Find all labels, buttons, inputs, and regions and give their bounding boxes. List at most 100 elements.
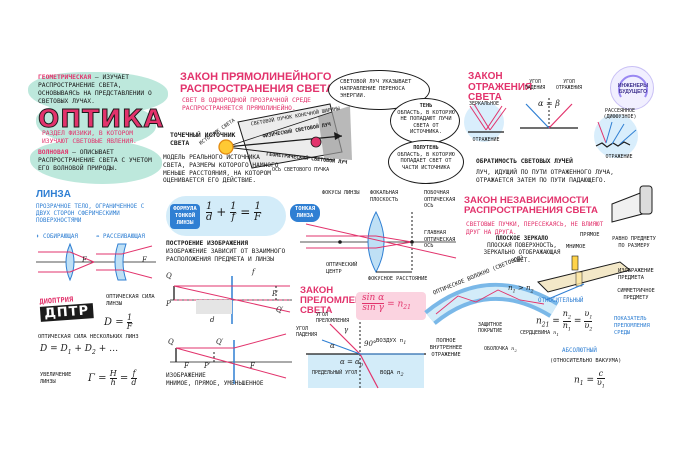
point-source-text: МОДЕЛЬ РЕАЛЬНОГО ИСТОЧНИКА СВЕТА, РАЗМЕР…: [163, 154, 279, 185]
shadow-text: ОБЛАСТЬ, В КОТОРУЮ НЕ ПОПАДАЮТ ЛУЧИ СВЕТ…: [397, 109, 455, 136]
thin-formula-label: ФОРМУЛА ТОНКОЙ ЛИНЗЫ: [170, 204, 200, 229]
n1-gt-n2: n1 > n2: [508, 284, 534, 295]
image-note: ИЗОБРАЖЕНИЕ МНИМОЕ, ПРЯМОЕ, УМЕНЬШЕННОЕ: [166, 372, 296, 387]
incidence-label: УГОЛ ПАДЕНИЯ: [524, 80, 546, 91]
symmetric-label: СИММЕТРИЧНОЕ ПРЕДМЕТУ: [617, 288, 655, 301]
absolute-label: АБСОЛЮТНЫЙ: [562, 348, 597, 354]
imaging-labels-7: Q: [168, 338, 174, 346]
rectilinear-heading: ЗАКОН ПРЯМОЛИНЕЙНОГО РАСПРОСТРАНЕНИЯ СВЕ…: [180, 71, 334, 95]
imaging-text: ИЗОБРАЖЕНИЕ ЗАВИСИТ ОТ ВЗАИМНОГО РАСПОЛО…: [166, 247, 286, 263]
imaging-labels-8: Q′: [216, 338, 224, 346]
point-source-note: ТОЧЕЧНЫЙ ИСТОЧНИК СВЕТА: [162, 131, 274, 147]
imaging-labels-4: f: [252, 268, 255, 276]
equal-size-label: РАВНО ПРЕДМЕТУ ПО РАЗМЕРУ: [612, 236, 656, 249]
foci-label: ФОКУСЫ ЛИНЗЫ: [322, 190, 360, 196]
optical-center-label: ОПТИЧЕСКИЙ ЦЕНТР: [326, 262, 358, 275]
imaging-note: ПОСТРОЕНИЕ ИЗОБРАЖЕНИЯ ИЗОБРАЖЕНИЕ ЗАВИС…: [166, 240, 296, 263]
ray-bubble-text: СВЕТОВОЙ ЛУЧ УКАЗЫВАЕТ НАПРАВЛЕНИЕ ПЕРЕН…: [340, 79, 412, 99]
limit-angle-label: ПРЕДЕЛЬНЫЙ УГОЛ: [312, 370, 358, 376]
refraction-angle-label: УГОЛ ПРЕЛОМЛЕНИЯ: [316, 312, 350, 325]
wave-term: ВОЛНОВАЯ: [38, 149, 69, 156]
indicator-label: ПОКАЗАТЕЛЬ ПРЕЛОМЛЕНИЯ СРЕДЫ: [614, 316, 650, 336]
core-label: СЕРДЦЕВИНА n1: [520, 330, 559, 337]
direct-label: ПРЯМОЕ: [580, 232, 600, 238]
focal-plane-label: ФОКАЛЬНАЯ ПЛОСКОСТЬ: [370, 190, 399, 203]
title-blob: [36, 102, 156, 146]
shadow-note: ТЕНЬ ОБЛАСТЬ, В КОТОРУЮ НЕ ПОПАДАЮТ ЛУЧИ…: [396, 103, 456, 136]
diverging-icon: ⬌: [96, 234, 103, 240]
main-axis-label: ГЛАВНАЯ ОПТИЧЕСКАЯ ОСЬ: [424, 230, 456, 249]
diverging-label: ⬌ РАССЕИВАЮЩАЯ: [96, 234, 145, 240]
plane-mirror-title: ПЛОСКОЕ ЗЕРКАЛО: [495, 236, 549, 242]
geometric-definition: ГЕОМЕТРИЧЕСКАЯ – ИЗУЧАЕТ РАСПРОСТРАНЕНИЕ…: [38, 74, 166, 105]
rectilinear-subtitle: СВЕТ В ОДНОРОДНОЙ ПРОЗРАЧНОЙ СРЕДЕ РАСПР…: [182, 97, 311, 112]
plane-mirror-text: ПЛОСКАЯ ПОВЕРХНОСТЬ, ЗЕРКАЛЬНО ОТОБРАЖАЮ…: [483, 243, 561, 264]
mirror-label: ЗЕРКАЛЬНОЕ: [468, 101, 500, 107]
independence-heading: ЗАКОН НЕЗАВИСИМОСТИ РАСПРОСТРАНЕНИЯ СВЕТ…: [464, 195, 598, 217]
independence-text: СВЕТОВЫЕ ПУЧКИ, ПЕРЕСЕКАЯСЬ, НЕ ВЛИЯЮТ Д…: [466, 221, 604, 236]
cladding-label: ОБОЛОЧКА n2: [484, 346, 517, 353]
plane-mirror-note: ПЛОСКОЕ ЗЕРКАЛО ПЛОСКАЯ ПОВЕРХНОСТЬ, ЗЕР…: [478, 236, 566, 265]
imaging-labels-2: P: [166, 300, 171, 308]
diffuse-label: РАССЕЯННОЕ (ДИФФУЗНОЕ): [603, 108, 637, 121]
ninety-symbol: 90°: [364, 340, 377, 348]
wave-blob: [30, 140, 162, 184]
imaging-labels-9: F: [184, 362, 189, 370]
focal-distance-label: ФОКУСНОЕ РАССТОЯНИЕ: [368, 276, 428, 282]
gamma-symbol: γ: [344, 326, 349, 334]
system-power-formula: D = D1 + D2 + …: [40, 344, 119, 356]
logo-text: ИНЖЕНЕРЫ БУДУЩЕГО: [617, 83, 649, 95]
thin-lens-badge: ТОНКАЯ ЛИНЗА: [290, 204, 320, 222]
reflection-heading: ЗАКОН ОТРАЖЕНИЯ СВЕТА: [468, 71, 533, 103]
beam-axis-label: ОСЬ СВЕТОВОГО ПУЧКА: [272, 167, 330, 173]
wave-definition: ВОЛНОВАЯ – ОПИСЫВАЕТ РАСПРОСТРАНЕНИЕ СВЕ…: [38, 149, 162, 173]
imaging-labels-11: F: [250, 362, 255, 370]
image-note-text: МНИМОЕ, ПРЯМОЕ, УМЕНЬШЕННОЕ: [166, 379, 264, 387]
reversibility-note: ОБРАТИМОСТЬ СВЕТОВЫХ ЛУЧЕЙ ЛУЧ, ИДУЩИЙ П…: [476, 158, 616, 184]
air-label: ВОЗДУХ n1: [376, 338, 407, 347]
system-power-label: ОПТИЧЕСКАЯ СИЛА НЕСКОЛЬКИХ ЛИНЗ: [38, 334, 139, 340]
imaging-labels-3: d: [210, 316, 215, 324]
shadow-title: ТЕНЬ: [419, 103, 433, 109]
imaging-labels-6: Q′: [276, 306, 284, 314]
focus-f-right: F: [142, 256, 147, 264]
point-source-title: ТОЧЕЧНЫЙ ИСТОЧНИК СВЕТА: [170, 131, 236, 147]
geometric-term: ГЕОМЕТРИЧЕСКАЯ: [38, 74, 92, 81]
penumbra-text: ОБЛАСТЬ, В КОТОРУЮ ПОПАДАЕТ СВЕТ ОТ ЧАСТ…: [397, 151, 455, 171]
mirror-sub-label: ОТРАЖЕНИЕ: [472, 137, 500, 143]
imaging-title: ПОСТРОЕНИЕ ИЗОБРАЖЕНИЯ: [166, 240, 248, 247]
converging-label: ⬍ СОБИРАЮЩАЯ: [36, 234, 78, 240]
imaging-labels-10: P′: [204, 362, 211, 370]
relative-label: ОТНОСИТЕЛЬНЫЙ: [538, 298, 584, 304]
penumbra-title: ПОЛУТЕНЬ: [413, 145, 439, 151]
absolute-note: (ОТНОСИТЕЛЬНО ВАКУУМА): [550, 358, 622, 364]
alpha-equals-beta: α = β: [538, 99, 560, 108]
page-title: ОПТИКА: [38, 104, 164, 134]
focus-f-left: F: [82, 256, 87, 264]
tir-label: ПОЛНОЕ ВНУТРЕННЕЕ ОТРАЖЕНИЕ: [429, 338, 463, 358]
secondary-axis-label: ПОБОЧНАЯ ОПТИЧЕСКАЯ ОСЬ: [424, 190, 456, 209]
converging-icon: ⬍: [36, 234, 43, 240]
alpha0-symbol: α = α0: [340, 358, 363, 369]
virtual-label: МНИМОЕ: [566, 244, 586, 250]
diffuse-sub-label: ОТРАЖЕНИЕ: [605, 154, 633, 160]
logo: ИНЖЕНЕРЫ БУДУЩЕГО: [610, 66, 654, 110]
refraction-incidence-label: УГОЛ ПАДЕНИЯ: [296, 326, 318, 339]
geometric-text: – ИЗУЧАЕТ РАСПРОСТРАНЕНИЕ СВЕТА, ОСНОВЫВ…: [38, 74, 152, 105]
reversibility-title: ОБРАТИМОСТЬ СВЕТОВЫХ ЛУЧЕЙ: [476, 158, 573, 165]
coating-label: ЗАЩИТНОЕ ПОКРЫТИЕ: [478, 322, 503, 335]
lens-heading: ЛИНЗА: [36, 189, 71, 200]
reflection-angle-label: УГОЛ ОТРАЖЕНИЯ: [556, 80, 582, 91]
image-note-title: ИЗОБРАЖЕНИЕ: [166, 372, 206, 379]
